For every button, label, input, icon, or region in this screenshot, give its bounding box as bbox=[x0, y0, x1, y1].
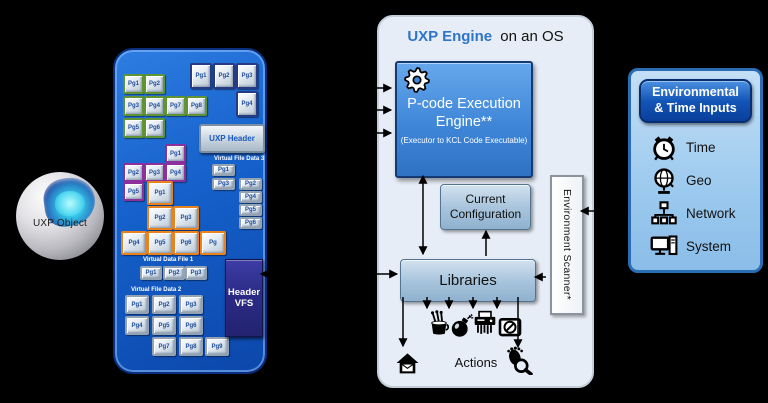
page-tile: Pg4 bbox=[239, 191, 262, 203]
page-tile: Pg2 bbox=[239, 178, 262, 190]
page-tile: Pg4 bbox=[165, 163, 186, 182]
home-mail-action bbox=[395, 351, 420, 381]
current-configuration-box: Current Configuration bbox=[440, 184, 531, 230]
page-tile: Pg2 bbox=[147, 206, 173, 230]
pcode-subtitle: (Executor to KCL Code Executable) bbox=[400, 136, 528, 146]
uxp-object-label: UXP Object bbox=[32, 217, 88, 229]
engine-panel-title: UXP Engine on an OS bbox=[379, 28, 592, 45]
env-input-item: Time bbox=[649, 131, 760, 164]
engine-title-suffix: on an OS bbox=[500, 28, 564, 45]
page-tile: Pg bbox=[200, 231, 226, 255]
page-tile: Pg1 bbox=[190, 63, 212, 89]
alarm-clock-icon bbox=[653, 135, 675, 160]
page-tile: Pg4 bbox=[121, 231, 147, 255]
page-tile: Pg6 bbox=[173, 231, 199, 255]
shredder-icon bbox=[474, 310, 496, 334]
header-vfs-box: Header VFS bbox=[225, 259, 263, 337]
page-tile: Pg3 bbox=[185, 266, 207, 280]
computer-icon bbox=[650, 234, 678, 255]
virtual-file-label: Virtual Data File 1 bbox=[143, 257, 194, 263]
page-tile: Pg7 bbox=[165, 96, 186, 116]
uxp-engine-panel: UXP Engine on an OS P-code Execution Eng… bbox=[377, 15, 594, 388]
page-tile: Pg8 bbox=[186, 96, 207, 116]
libraries-box: Libraries bbox=[400, 259, 536, 302]
brush-bucket-action bbox=[426, 310, 452, 341]
shredder-action bbox=[472, 310, 498, 341]
bomb-icon bbox=[451, 314, 474, 337]
page-tile: Pg4 bbox=[236, 91, 258, 117]
page-tile: Pg3 bbox=[123, 96, 144, 116]
env-inputs-header: Environmental & Time Inputs bbox=[639, 79, 752, 123]
page-tile: Pg1 bbox=[212, 164, 235, 176]
page-tile: Pg3 bbox=[173, 206, 199, 230]
page-tile: Pg8 bbox=[179, 337, 203, 356]
page-tile: Pg1 bbox=[165, 144, 186, 163]
page-tile: Pg3 bbox=[144, 163, 165, 182]
page-tile: Pg3 bbox=[236, 63, 258, 89]
pcode-execution-engine-box: P-code Execution Engine** (Executor to K… bbox=[395, 61, 533, 178]
page-tile: Pg2 bbox=[163, 266, 185, 280]
page-tile: Pg6 bbox=[179, 316, 203, 335]
env-input-label: Geo bbox=[686, 173, 712, 188]
footprint-search-action bbox=[504, 346, 533, 380]
virtual-file-label: Virtual File Data 3 bbox=[214, 156, 265, 162]
actions-label: Actions bbox=[454, 355, 498, 370]
env-input-item: System bbox=[649, 230, 760, 263]
page-tile: Pg4 bbox=[125, 316, 149, 335]
virtual-file-label: Virtual File Data 2 bbox=[131, 287, 182, 293]
page-tile: Pg6 bbox=[239, 217, 262, 229]
page-tile: Pg5 bbox=[123, 182, 144, 201]
globe-icon bbox=[654, 167, 674, 194]
env-input-label: Network bbox=[686, 206, 736, 221]
bomb-action bbox=[449, 313, 474, 343]
env-input-item: Geo bbox=[649, 164, 760, 197]
engine-title-brand: UXP Engine bbox=[407, 28, 493, 45]
page-tile: Pg4 bbox=[144, 96, 165, 116]
page-tile: Pg1 bbox=[123, 74, 144, 94]
page-tile: Pg5 bbox=[239, 204, 262, 216]
page-tile: Pg1 bbox=[125, 295, 149, 314]
page-tile: Pg3 bbox=[179, 295, 203, 314]
page-tile: Pg6 bbox=[144, 118, 165, 138]
footprint-search-icon bbox=[507, 346, 533, 376]
page-tile: Pg7 bbox=[152, 337, 176, 356]
pcode-title: P-code Execution Engine** bbox=[407, 96, 521, 131]
uxp-object-core-center bbox=[54, 191, 85, 216]
env-input-label: Time bbox=[686, 140, 716, 155]
network-icon bbox=[651, 200, 677, 224]
page-tile: Pg2 bbox=[152, 295, 176, 314]
page-tile: Pg2 bbox=[123, 163, 144, 182]
page-tile: Pg5 bbox=[147, 231, 173, 255]
page-tile: Pg2 bbox=[144, 74, 165, 94]
home-mail-icon bbox=[396, 353, 419, 374]
page-tile: Pg5 bbox=[123, 118, 144, 138]
page-tile: Pg9 bbox=[205, 337, 229, 356]
uxp-object-sphere: UXP Object bbox=[16, 172, 104, 260]
no-camera-icon bbox=[498, 318, 522, 337]
env-input-item: Network bbox=[649, 197, 760, 230]
env-input-label: System bbox=[686, 239, 732, 254]
gear-icon bbox=[404, 67, 430, 93]
uxp-header-box: UXP Header bbox=[199, 124, 265, 153]
brush-bucket-icon bbox=[430, 310, 450, 335]
page-tile: Pg5 bbox=[152, 316, 176, 335]
page-tile: Pg3 bbox=[212, 178, 235, 190]
page-tile: Pg2 bbox=[213, 63, 235, 89]
page-tile: Pg1 bbox=[140, 266, 162, 280]
no-camera-action bbox=[498, 315, 522, 344]
page-tile: Pg1 bbox=[147, 181, 173, 205]
environment-scanner-box: Environment Scanner* bbox=[550, 175, 584, 315]
